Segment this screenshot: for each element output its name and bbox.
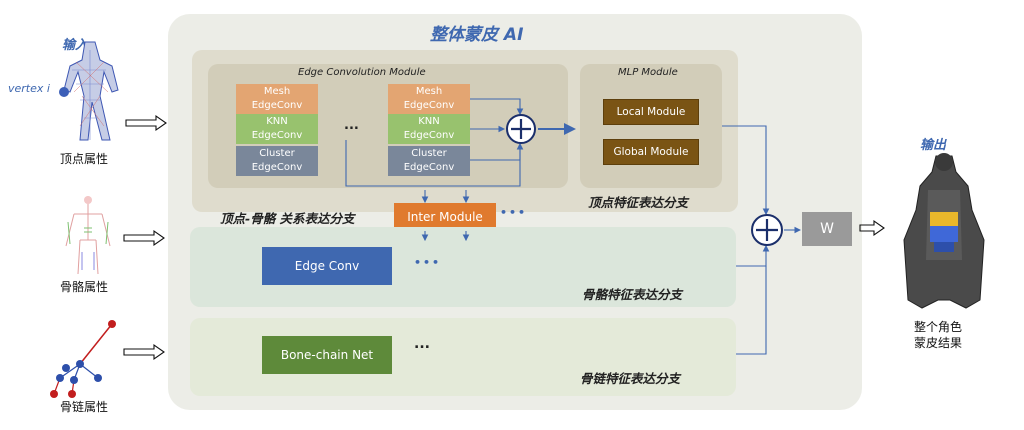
- bone-skeleton-figure: [65, 196, 111, 275]
- edge-conv-module-title: Edge Convolution Module: [298, 67, 426, 78]
- main-title: 整体蒙皮 AI: [430, 25, 524, 45]
- w-box: W: [802, 212, 852, 246]
- edge-conv-box: Edge Conv: [262, 247, 392, 285]
- chain-attr-label: 骨链属性: [60, 400, 109, 414]
- knn-edgeconv-2: KNN EdgeConv: [388, 114, 470, 144]
- mesh-edgeconv-2: Mesh EdgeConv: [388, 84, 470, 114]
- bone-attr-label: 骨骼属性: [60, 280, 109, 294]
- mesh-edgeconv-1: Mesh EdgeConv: [236, 84, 318, 114]
- mlp-module-title: MLP Module: [618, 67, 678, 78]
- local-module-box: Local Module: [603, 99, 699, 125]
- knn-edgeconv-1: KNN EdgeConv: [236, 114, 318, 144]
- bone-chain-net-box: Bone-chain Net: [262, 336, 392, 374]
- output-header: 输出: [920, 138, 947, 153]
- cluster-edgeconv-2: Cluster EdgeConv: [388, 146, 470, 176]
- inter-module-dots: •••: [500, 206, 528, 219]
- output-character-figure: [903, 153, 985, 309]
- output-result-line2: 蒙皮结果: [914, 336, 963, 350]
- inter-module-box: Inter Module: [394, 203, 496, 231]
- vertex-attr-label: 顶点属性: [60, 152, 109, 166]
- output-result-line1: 整个角色: [914, 320, 963, 334]
- global-module-box: Global Module: [603, 139, 699, 165]
- edge-conv-dots: •••: [414, 256, 442, 269]
- vertex-i-label: vertex i: [8, 82, 50, 95]
- chain-branch-label: 骨链特征表达分支: [580, 371, 681, 386]
- plus-circle-1: [506, 114, 536, 144]
- plus-circle-2: [751, 214, 783, 246]
- vertex-branch-label: 顶点特征表达分支: [588, 195, 689, 210]
- bone-chain-figure: [50, 320, 116, 398]
- input-header: 输入: [62, 38, 89, 53]
- input-arrows: [123, 114, 885, 361]
- edge-conv-ellipsis: ...: [344, 118, 359, 133]
- edgeconv-connectors: [345, 98, 802, 355]
- relation-branch-label: 顶点-骨骼 关系表达分支: [220, 211, 355, 226]
- bone-chain-dots: ...: [414, 336, 430, 352]
- mlp-module-panel: [580, 64, 722, 188]
- bone-branch-label: 骨骼特征表达分支: [582, 287, 683, 302]
- vertex-mesh-figure: [59, 41, 119, 141]
- cluster-edgeconv-1: Cluster EdgeConv: [236, 146, 318, 176]
